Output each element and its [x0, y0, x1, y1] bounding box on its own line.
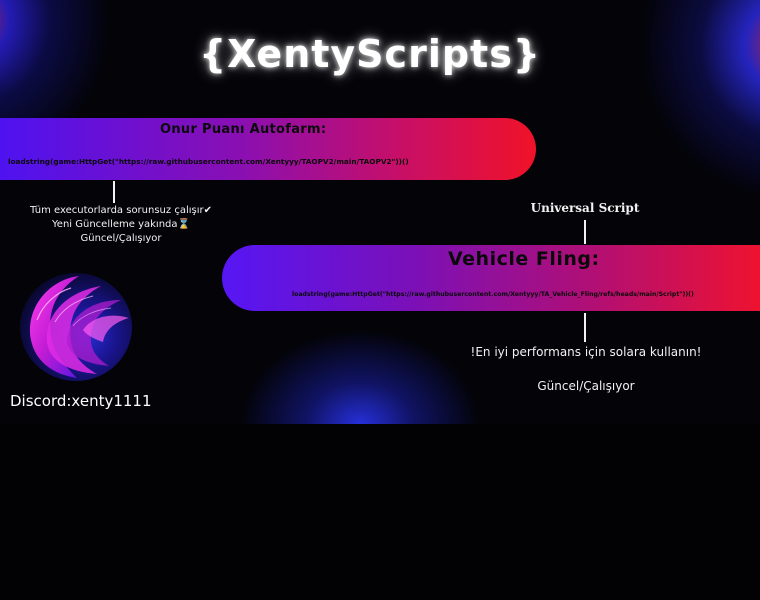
discord-contact: Discord:xenty1111	[10, 392, 152, 410]
glow-top-right	[640, 0, 760, 200]
vehicle-fling-note-performance: !En iyi performans için solara kullanın!	[470, 345, 702, 359]
autofarm-banner: Onur Puanı Autofarm: loadstring(game:Htt…	[0, 118, 536, 180]
autofarm-code[interactable]: loadstring(game:HttpGet("https://raw.git…	[8, 157, 409, 166]
abstract-sphere-logo-icon	[20, 273, 132, 381]
autofarm-note-status: Güncel/Çalışıyor	[80, 233, 162, 244]
autofarm-title: Onur Puanı Autofarm:	[160, 122, 327, 137]
autofarm-connector-line	[113, 181, 115, 203]
universal-script-label: Universal Script	[530, 201, 640, 215]
vehicle-fling-connector-bottom	[584, 313, 586, 342]
vehicle-fling-banner: Vehicle Fling: loadstring(game:HttpGet("…	[222, 245, 760, 311]
vehicle-fling-title: Vehicle Fling:	[448, 248, 600, 270]
brand-title: {XentyScripts}	[199, 32, 541, 76]
hero-section: {XentyScripts} Onur Puanı Autofarm: load…	[0, 0, 760, 424]
autofarm-note-update: Yeni Güncelleme yakında⌛	[52, 219, 190, 230]
autofarm-note-executors: Tüm executorlarda sorunsuz çalışır✔	[30, 205, 212, 216]
vehicle-fling-connector-top	[584, 220, 586, 244]
vehicle-fling-code[interactable]: loadstring(game:HttpGet("https://raw.git…	[292, 291, 694, 298]
glow-bottom-middle	[240, 330, 480, 424]
vehicle-fling-note-status: Güncel/Çalışıyor	[537, 379, 635, 393]
